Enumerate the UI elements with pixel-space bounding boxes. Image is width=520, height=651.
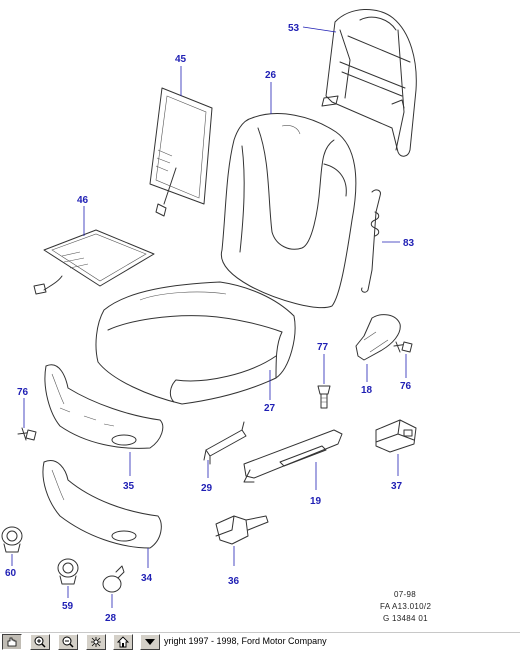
zoom-out-button[interactable] xyxy=(58,634,78,650)
part-37-belt-buckle[interactable] xyxy=(375,419,417,453)
zoom-fit-button[interactable] xyxy=(86,634,106,650)
part-26-seat-back-cushion[interactable] xyxy=(220,113,357,309)
callout-18[interactable]: 18 xyxy=(361,385,373,396)
doc-reference: FA A13.010/2 xyxy=(380,602,432,611)
callout-76-right[interactable]: 76 xyxy=(400,381,412,392)
doc-code: G 13484 01 xyxy=(383,614,428,623)
copyright-notice: yright 1997 - 1998, Ford Motor Company xyxy=(164,636,327,646)
seat-parts-diagram: 53 45 26 46 83 xyxy=(1,8,417,624)
part-19-seat-track[interactable] xyxy=(243,429,343,483)
part-77-screw[interactable] xyxy=(317,385,331,409)
callout-27[interactable]: 27 xyxy=(264,403,276,414)
part-28-cap[interactable] xyxy=(102,565,125,593)
callout-76-left[interactable]: 76 xyxy=(17,387,29,398)
pan-button[interactable] xyxy=(2,634,22,650)
menu-down-button[interactable] xyxy=(140,634,160,650)
callout-37[interactable]: 37 xyxy=(391,481,403,492)
menu-down-icon xyxy=(145,639,155,645)
part-59-grommet[interactable] xyxy=(57,558,79,585)
zoom-fit-icon xyxy=(91,637,101,647)
part-46-cushion-heater-pad[interactable] xyxy=(33,229,155,295)
part-53-seat-back-frame[interactable] xyxy=(321,8,417,157)
callout-29[interactable]: 29 xyxy=(201,483,213,494)
part-83-tension-spring[interactable] xyxy=(361,189,381,293)
pan-icon xyxy=(7,637,17,647)
callout-59[interactable]: 59 xyxy=(62,601,74,612)
zoom-out-icon xyxy=(62,636,74,648)
part-18-bracket[interactable] xyxy=(355,314,401,361)
callout-46[interactable]: 46 xyxy=(77,195,89,206)
viewer-toolbar: yright 1997 - 1998, Ford Motor Company xyxy=(0,632,520,651)
zoom-in-button[interactable] xyxy=(30,634,50,650)
part-76-screw-left[interactable] xyxy=(17,427,37,441)
part-34-lower-side-trim[interactable] xyxy=(42,460,162,549)
callout-28[interactable]: 28 xyxy=(105,613,117,624)
part-35-side-trim[interactable] xyxy=(44,364,164,449)
callout-53[interactable]: 53 xyxy=(288,23,300,34)
callout-26[interactable]: 26 xyxy=(265,70,277,81)
part-36-latch-handle[interactable] xyxy=(215,515,269,545)
zoom-in-icon xyxy=(34,636,46,648)
part-60-grommet[interactable] xyxy=(1,526,23,553)
home-button[interactable] xyxy=(113,634,133,650)
callout-45[interactable]: 45 xyxy=(175,54,187,65)
home-icon xyxy=(116,636,130,648)
part-29-trim-bracket[interactable] xyxy=(203,421,247,465)
part-45-back-heater-pad[interactable] xyxy=(149,87,213,217)
callout-35[interactable]: 35 xyxy=(123,481,135,492)
callout-19[interactable]: 19 xyxy=(310,496,322,507)
part-76-screw-right[interactable] xyxy=(393,341,413,353)
callout-34[interactable]: 34 xyxy=(141,573,153,584)
callout-36[interactable]: 36 xyxy=(228,576,240,587)
callout-83[interactable]: 83 xyxy=(403,238,415,249)
part-27-seat-cushion[interactable] xyxy=(95,281,296,405)
callout-60[interactable]: 60 xyxy=(5,568,17,579)
doc-date: 07-98 xyxy=(394,590,416,599)
callout-77[interactable]: 77 xyxy=(317,342,329,353)
